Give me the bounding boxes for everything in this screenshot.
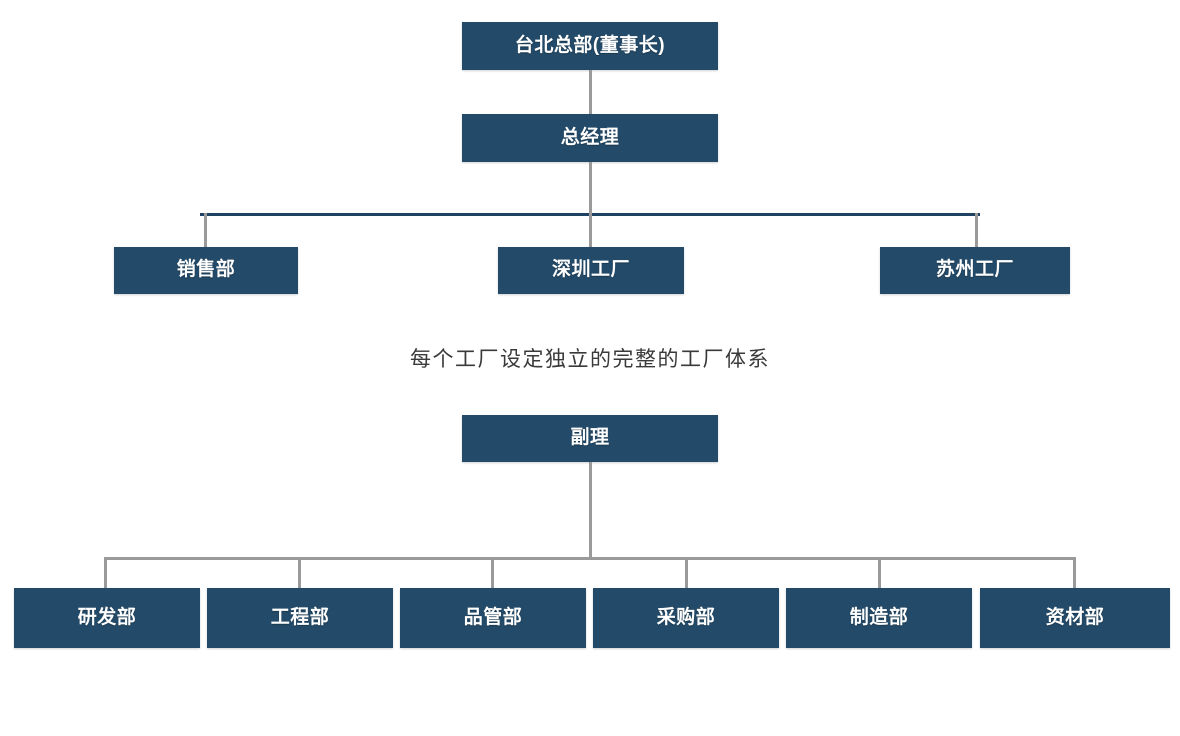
node-deputy-manager-label: 副理: [570, 427, 610, 449]
node-general-manager-label: 总经理: [560, 126, 620, 148]
connector-drop-engineering: [298, 557, 301, 588]
node-deputy-manager[interactable]: 副理: [462, 415, 718, 462]
connector-drop-manufacturing: [878, 557, 881, 588]
connector-drop-materials: [1073, 557, 1076, 588]
connector-drop-sales: [204, 213, 207, 247]
node-shenzhen-factory-label: 深圳工厂: [551, 259, 630, 281]
node-shenzhen-factory[interactable]: 深圳工厂: [498, 247, 684, 294]
node-sales-department[interactable]: 销售部: [114, 247, 298, 294]
node-purchasing-department[interactable]: 采购部: [593, 588, 779, 648]
node-headquarters[interactable]: 台北总部(董事长): [462, 22, 718, 70]
connector-deputy-stem: [589, 462, 592, 560]
node-rd-department-label: 研发部: [77, 606, 137, 628]
connector-gm-stem: [589, 162, 592, 216]
node-headquarters-label: 台北总部(董事长): [514, 34, 666, 56]
connector-drop-suzhou: [975, 213, 978, 247]
connector-drop-shenzhen: [589, 213, 592, 247]
node-suzhou-factory-label: 苏州工厂: [935, 259, 1014, 281]
node-rd-department[interactable]: 研发部: [14, 588, 200, 648]
connector-drop-quality: [491, 557, 494, 588]
connector-drop-rd: [104, 557, 107, 588]
chart-caption: 每个工厂设定独立的完整的工厂体系: [410, 348, 770, 371]
node-suzhou-factory[interactable]: 苏州工厂: [880, 247, 1070, 294]
node-general-manager[interactable]: 总经理: [462, 114, 718, 162]
node-engineering-department[interactable]: 工程部: [207, 588, 393, 648]
node-quality-department-label: 品管部: [463, 606, 523, 628]
connector-drop-purchasing: [685, 557, 688, 588]
connector-bus-row5: [104, 557, 1076, 560]
node-engineering-department-label: 工程部: [270, 606, 330, 628]
node-sales-department-label: 销售部: [176, 259, 236, 281]
node-materials-department[interactable]: 资材部: [980, 588, 1170, 648]
node-materials-department-label: 资材部: [1045, 606, 1105, 628]
node-manufacturing-department-label: 制造部: [849, 606, 909, 628]
node-quality-department[interactable]: 品管部: [400, 588, 586, 648]
node-purchasing-department-label: 采购部: [656, 606, 716, 628]
node-manufacturing-department[interactable]: 制造部: [786, 588, 972, 648]
connector-hq-to-gm: [589, 70, 592, 114]
